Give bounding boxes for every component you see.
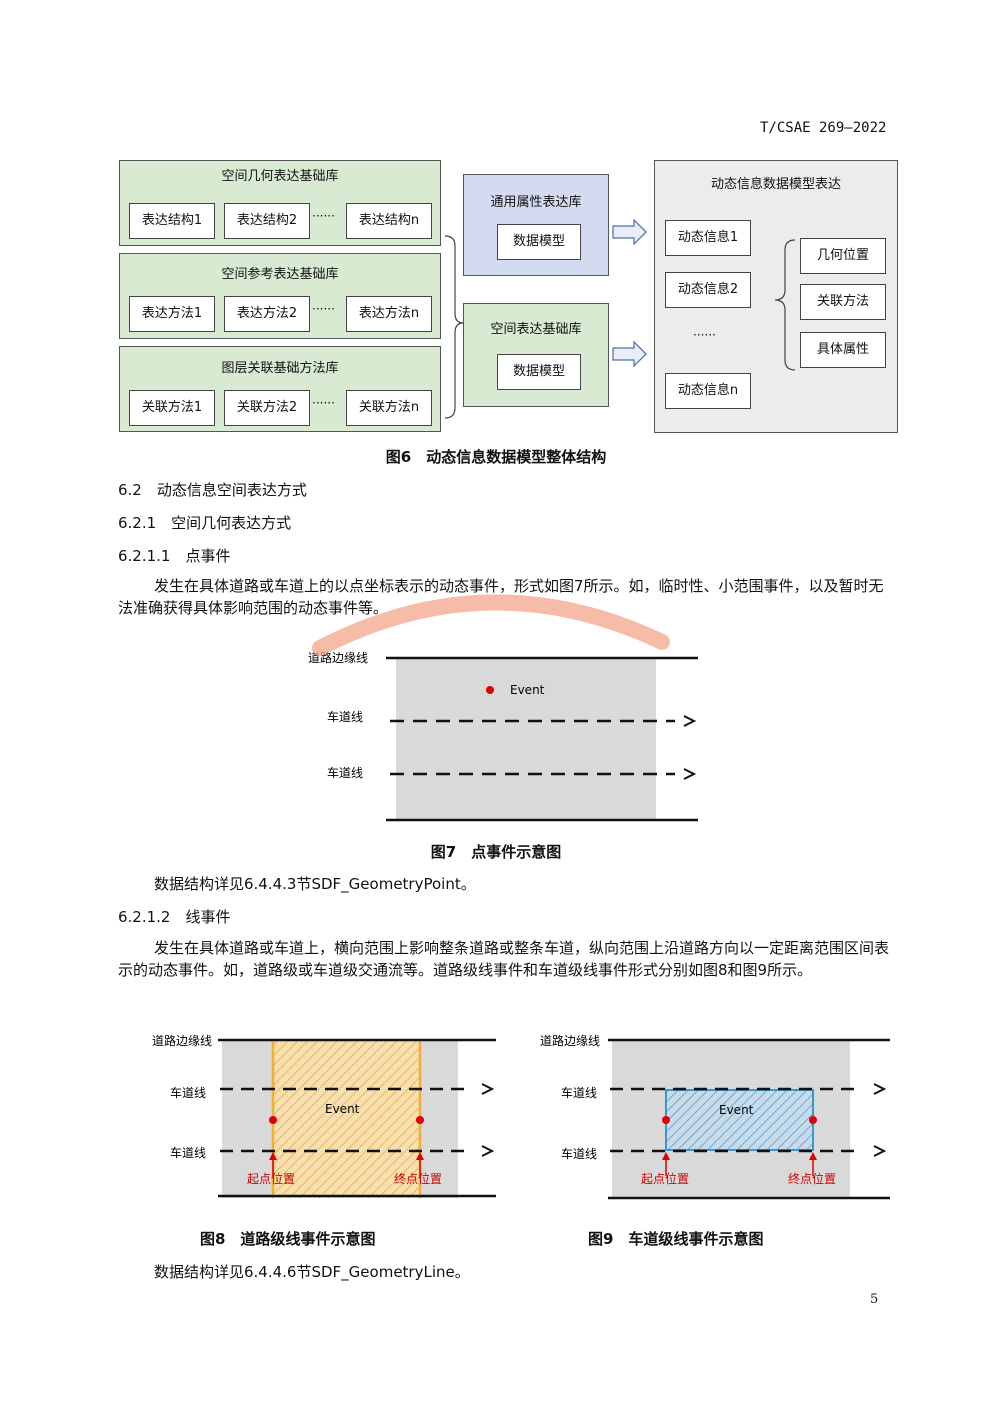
road-edge-label: 道路边缘线 xyxy=(152,1033,212,1048)
heading-6-2-1: 6.2.1 空间几何表达方式 xyxy=(118,514,292,532)
start-position-label: 起点位置 xyxy=(247,1171,295,1186)
end-arrow-head-icon xyxy=(809,1152,817,1160)
figure-9-caption: 图9 车道级线事件示意图 xyxy=(588,1230,764,1248)
figure-6-caption: 图6 动态信息数据模型整体结构 xyxy=(385,448,607,466)
panel-layer-association: 图层关联基础方法库 关联方法1 关联方法2 ······ 关联方法n xyxy=(119,346,441,432)
dynamic-item-box: 动态信息1 xyxy=(665,220,751,256)
road-edge-label: 道路边缘线 xyxy=(308,650,368,665)
ellipsis: ······ xyxy=(312,209,335,223)
start-arrow-head-icon xyxy=(662,1152,670,1160)
arrow-right-icon xyxy=(683,768,697,780)
end-position-label: 终点位置 xyxy=(394,1171,442,1186)
event-point-icon xyxy=(486,686,494,694)
figure-8: Event 起点位置 终点位置 道路边缘线 车道线 车道线 xyxy=(152,1033,496,1198)
figure-7: Event 道路边缘线 车道线 车道线 xyxy=(308,650,698,822)
heading-6-2: 6.2 动态信息空间表达方式 xyxy=(118,481,307,499)
reference-point-structure: 数据结构详见6.4.4.3节SDF_GeometryPoint。 xyxy=(154,875,476,893)
dynamic-item-box: 动态信息n xyxy=(665,373,751,409)
panel-title: 通用属性表达库 xyxy=(490,195,582,210)
ellipsis: ······ xyxy=(693,328,716,342)
ellipsis: ······ xyxy=(312,302,335,316)
attribute-box: 关联方法 xyxy=(800,284,886,320)
data-model-box: 数据模型 xyxy=(497,354,581,390)
data-model-box: 数据模型 xyxy=(497,224,581,260)
lane-line-label: 车道线 xyxy=(327,709,363,724)
item-box: 表达结构1 xyxy=(129,203,215,239)
event-label: Event xyxy=(719,1103,754,1117)
item-box: 表达方法1 xyxy=(129,296,215,332)
attribute-box: 具体属性 xyxy=(800,332,886,368)
panel-title: 动态信息数据模型表达 xyxy=(710,177,841,192)
dynamic-item-box: 动态信息2 xyxy=(665,272,751,308)
figure-7-caption: 图7 点事件示意图 xyxy=(430,843,562,861)
event-label: Event xyxy=(510,683,545,697)
figure-9: Event 起点位置 终点位置 道路边缘线 车道线 车道线 xyxy=(540,1033,890,1200)
paragraph-line-event: 发生在具体道路或车道上，横向范围上影响整条道路或整条车道，纵向范围上沿道路方向以… xyxy=(118,939,890,979)
item-box: 关联方法2 xyxy=(224,390,310,426)
lane-line-label: 车道线 xyxy=(170,1145,206,1160)
panel-title: 空间几何表达基础库 xyxy=(221,169,339,184)
end-position-label: 终点位置 xyxy=(788,1171,836,1186)
start-point-icon xyxy=(662,1116,670,1124)
start-position-label: 起点位置 xyxy=(641,1171,689,1186)
attribute-box: 几何位置 xyxy=(800,238,886,274)
reference-line-structure: 数据结构详见6.4.4.6节SDF_GeometryLine。 xyxy=(154,1263,470,1281)
paragraph-point-event: 发生在具体道路或车道上的以点坐标表示的动态事件，形式如图7所示。如，临时性、小范… xyxy=(118,577,884,617)
end-point-icon xyxy=(416,1116,424,1124)
panel-spatial-base: 空间表达基础库 数据模型 xyxy=(463,303,609,407)
arrow-right-icon xyxy=(873,1083,887,1095)
road-edge-label: 道路边缘线 xyxy=(540,1033,600,1048)
event-range-area xyxy=(273,1040,420,1198)
lane-line-label: 车道线 xyxy=(327,765,363,780)
end-point-icon xyxy=(809,1116,817,1124)
brace-right-icon xyxy=(774,239,796,371)
document-code: T/CSAE 269—2022 xyxy=(760,120,887,136)
item-box: 关联方法n xyxy=(346,390,432,426)
lane-line-label: 车道线 xyxy=(170,1085,206,1100)
lane-line-label: 车道线 xyxy=(561,1146,597,1161)
arrow-right-icon xyxy=(612,340,647,368)
item-box: 表达结构n xyxy=(346,203,432,239)
panel-title: 空间参考表达基础库 xyxy=(221,267,339,282)
item-box: 表达结构2 xyxy=(224,203,310,239)
figure-6-connectors xyxy=(444,218,796,419)
page-number: 5 xyxy=(870,1292,879,1307)
arrow-right-icon xyxy=(481,1145,495,1157)
event-label: Event xyxy=(325,1102,360,1116)
heading-6-2-1-1: 6.2.1.1 点事件 xyxy=(118,547,231,565)
figure-8-caption: 图8 道路级线事件示意图 xyxy=(200,1230,376,1248)
panel-spatial-reference: 空间参考表达基础库 表达方法1 表达方法2 ······ 表达方法n xyxy=(119,253,441,339)
item-box: 关联方法1 xyxy=(129,390,215,426)
panel-dynamic-model: 动态信息数据模型表达 动态信息1 动态信息2 ······ 动态信息n 几何位置… xyxy=(654,160,898,433)
event-range-area xyxy=(665,1089,814,1151)
arrow-right-icon xyxy=(481,1083,495,1095)
road-area xyxy=(396,658,656,820)
brace-left-icon xyxy=(444,235,464,419)
panel-common-attribute: 通用属性表达库 数据模型 xyxy=(463,174,609,276)
panel-spatial-geometry: 空间几何表达基础库 表达结构1 表达结构2 ······ 表达结构n xyxy=(119,160,441,246)
end-arrow-head-icon xyxy=(416,1152,424,1160)
start-point-icon xyxy=(269,1116,277,1124)
heading-6-2-1-2: 6.2.1.2 线事件 xyxy=(118,908,231,926)
start-arrow-head-icon xyxy=(269,1152,277,1160)
arrow-right-icon xyxy=(683,715,697,727)
lane-line-label: 车道线 xyxy=(561,1085,597,1100)
ellipsis: ······ xyxy=(312,396,335,410)
arrow-right-icon xyxy=(612,218,647,246)
panel-title: 图层关联基础方法库 xyxy=(221,361,339,376)
arrow-right-icon xyxy=(873,1145,887,1157)
item-box: 表达方法n xyxy=(346,296,432,332)
panel-title: 空间表达基础库 xyxy=(490,322,582,337)
item-box: 表达方法2 xyxy=(224,296,310,332)
